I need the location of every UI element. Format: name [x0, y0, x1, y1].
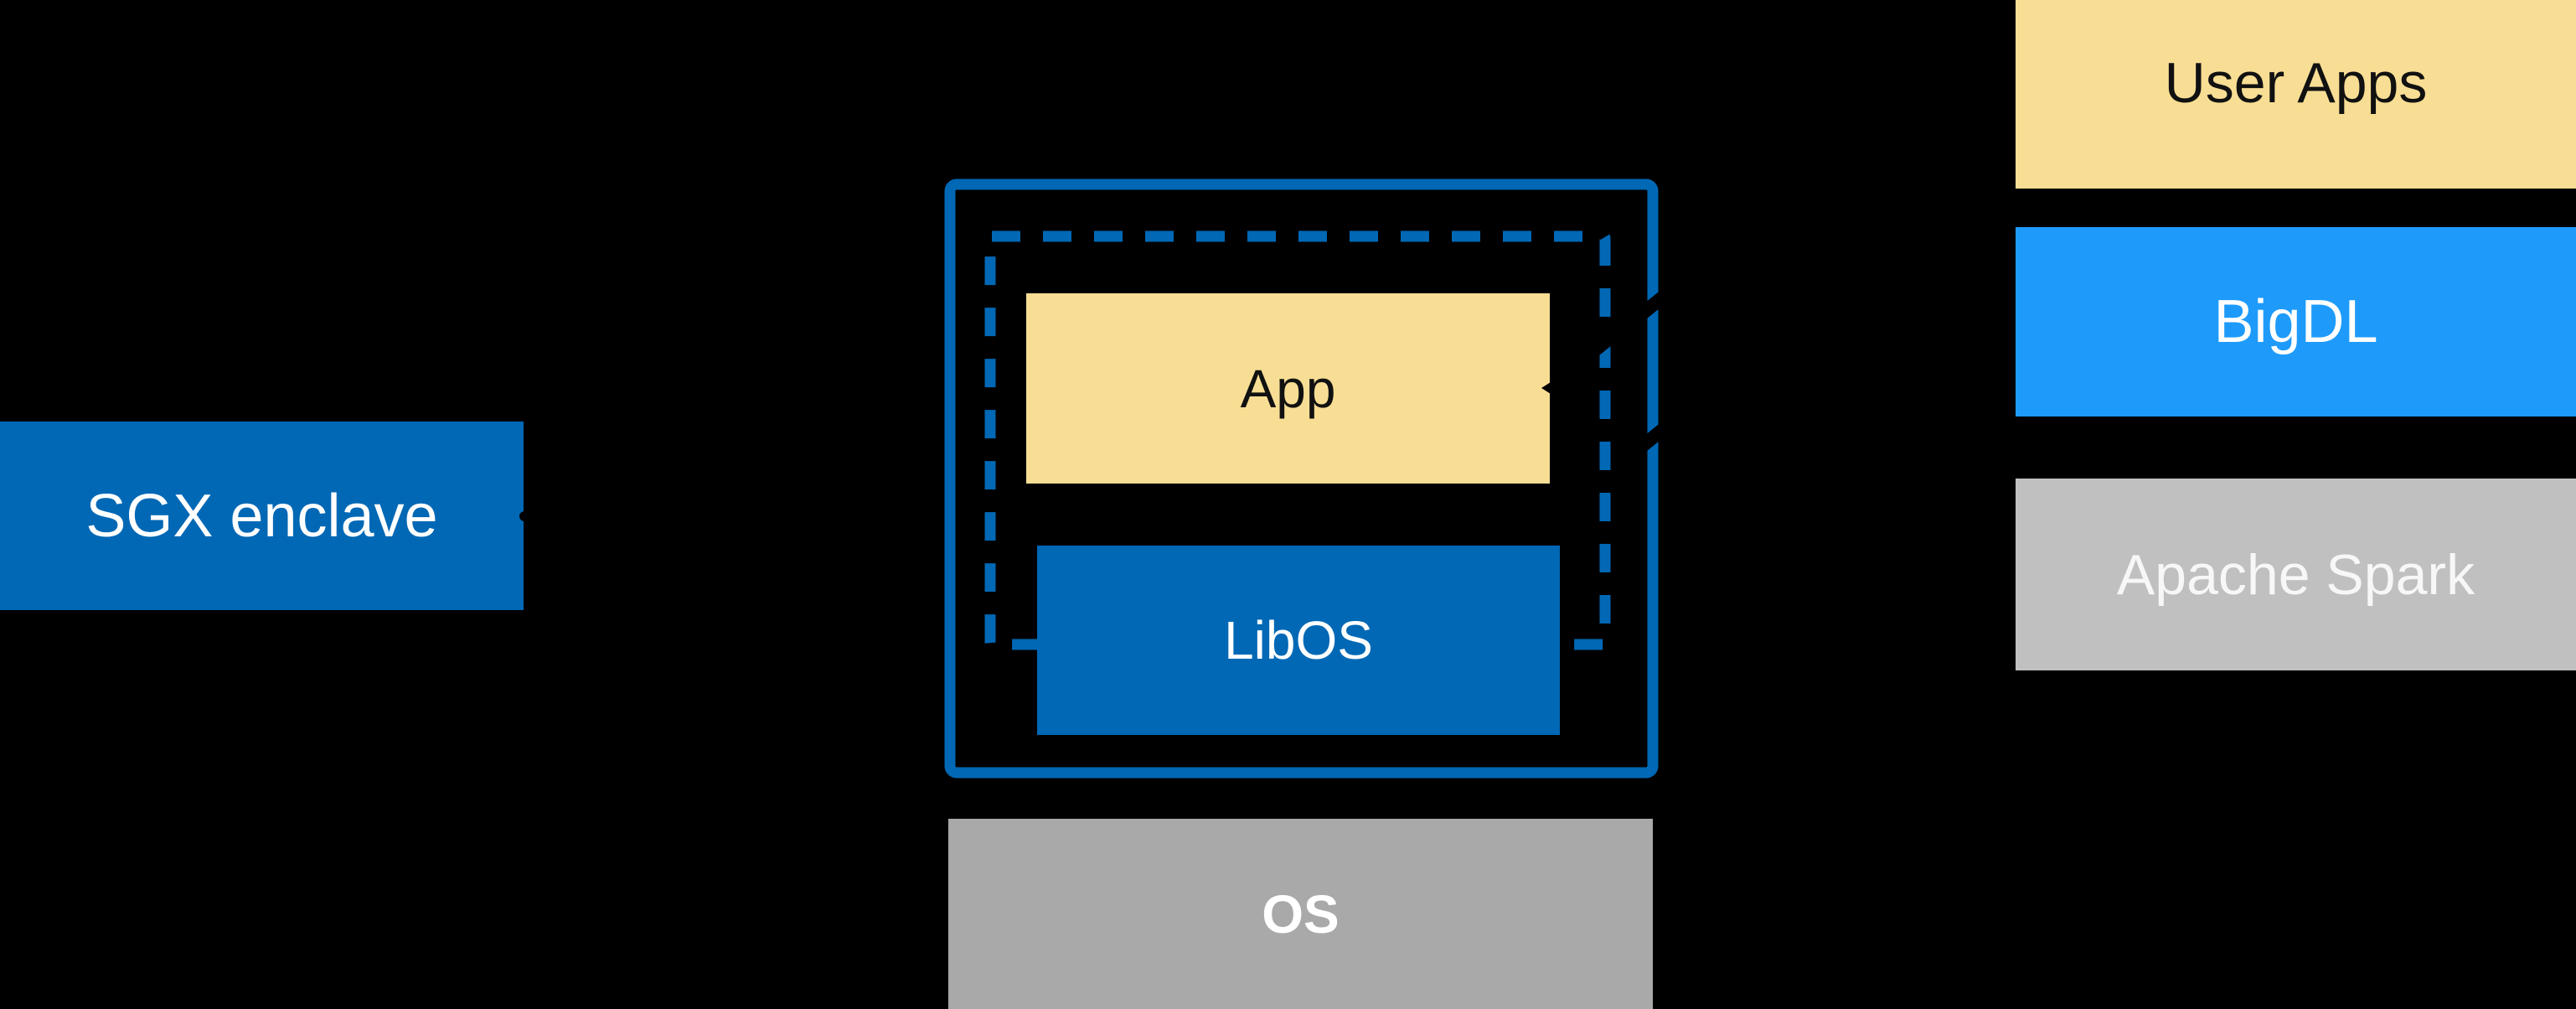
- solid-border-arrow-slash-bottom-icon: [1634, 422, 1670, 454]
- libos-box: LibOS: [1037, 546, 1560, 735]
- os-label: OS: [1262, 883, 1340, 944]
- app-box: App: [1026, 293, 1550, 484]
- libos-label: LibOS: [1224, 610, 1373, 670]
- sgx-enclave-label: SGX enclave: [85, 482, 438, 550]
- solid-border-arrow-slash-top-icon: [1634, 289, 1670, 322]
- sgx-enclave-box: SGX enclave: [0, 422, 524, 610]
- os-box: OS: [948, 819, 1653, 1009]
- apache-spark-label: Apache Spark: [2116, 542, 2475, 607]
- app-arrowhead-icon: [1541, 376, 1560, 400]
- bigdl-label: BigDL: [2213, 288, 2378, 355]
- user-apps-label: User Apps: [2164, 51, 2428, 115]
- bigdl-box: BigDL: [2016, 227, 2576, 417]
- app-label: App: [1240, 358, 1336, 419]
- dashed-border-arrow-slash-icon: [1587, 326, 1623, 359]
- sgx-arrow-dot-icon: [519, 511, 529, 521]
- apache-spark-box: Apache Spark: [2016, 479, 2576, 670]
- user-apps-box: User Apps: [2016, 0, 2576, 189]
- enclave-solid-border: [944, 179, 1659, 779]
